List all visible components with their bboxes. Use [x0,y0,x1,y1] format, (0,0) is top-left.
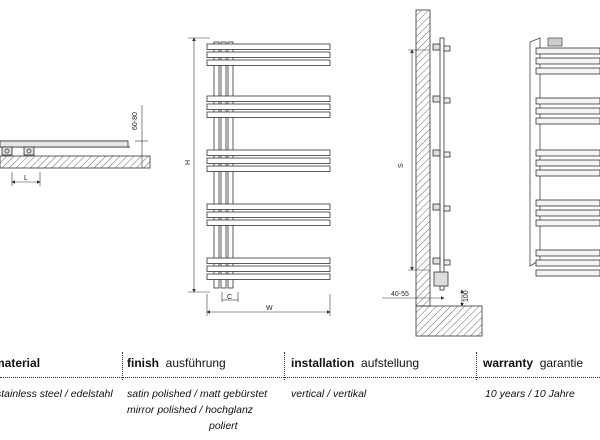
rail-bar [443,259,451,266]
wall-hatch-horizontal [0,155,151,169]
rail-bar [535,269,600,277]
dim-length-label: L [24,175,28,182]
rail-bar [535,117,600,125]
rail-bar [432,95,441,103]
rail-bar [443,97,451,104]
header-warranty: warranty garantie [483,356,584,370]
spec-table: material finish ausführung installation … [0,345,600,440]
header-finish: finish ausführung [127,356,226,370]
rail-bar [432,203,441,211]
rail-bar [535,149,600,157]
rail-bar [535,67,600,75]
rail-bar [535,259,600,267]
side-view: S 40-55 100 [382,9,483,337]
perspective-bars [535,47,600,277]
rail-bar [535,107,600,115]
rail-bar [443,205,451,212]
bar-section [0,140,129,148]
rail-bar [206,43,331,50]
rail-bar [535,169,600,177]
rail-bar [535,199,600,207]
floor-hatch [415,305,483,337]
rail-bar [206,203,331,210]
rail-bar [206,219,331,226]
rail-bar [432,257,441,265]
value-material: stainless steel / edelstahl [0,388,113,400]
rail-bar [535,57,600,65]
dim-h-label: H [185,160,192,165]
rail-bar [535,47,600,55]
dim-c-label: C [227,294,232,301]
front-bars [206,43,331,280]
rail-bar [206,149,331,156]
rail-bar [206,51,331,58]
wall-mount-detail: L 60-80 [0,105,151,186]
rail-bar [206,265,331,272]
rail-bar [206,211,331,218]
bracket-left [1,146,13,156]
dim-w-label: W [266,305,273,312]
side-profile [439,37,445,291]
dim-bottom-label: 100 [463,290,470,302]
bracket-right [23,146,35,156]
dim-height-label: 60-80 [132,112,139,130]
top-fixing [547,37,563,47]
rail-bar [206,257,331,264]
dim-s-label: S [398,163,405,168]
side-brackets [432,43,451,287]
rail-bar [433,271,449,287]
rail-bar [432,43,441,51]
front-view: H C W [185,37,331,316]
rail-bar [206,103,331,110]
value-warranty: 10 years / 10 Jahre [485,388,575,400]
rail-bar [535,159,600,167]
value-finish-1: satin polished / matt gebürstet [127,388,268,400]
rail-bar [443,151,451,158]
perspective-view [529,37,600,277]
rail-bar [206,59,331,66]
header-material: material [0,356,41,370]
rail-bar [443,45,451,52]
rail-bar [206,157,331,164]
technical-drawings: L 60-80 H C W S [0,9,600,337]
rail-bar [206,273,331,280]
value-finish-3: poliert [209,420,238,432]
rail-bar [535,97,600,105]
rail-bar [535,219,600,227]
drawings-svg: L 60-80 H C W S [0,9,600,337]
rail-bar [432,149,441,157]
rail-bar [206,95,331,102]
table-divider [0,377,600,378]
wall-hatch-vertical [415,9,431,307]
dim-depth-label: 40-55 [391,291,409,298]
header-installation: installation aufstellung [291,356,420,370]
value-finish-2: mirror polished / hochglanz [127,404,254,416]
rail-bar [535,209,600,217]
rail-bar [535,249,600,257]
rail-bar [206,111,331,118]
value-installation: vertical / vertikal [291,388,367,400]
rail-bar [206,165,331,172]
